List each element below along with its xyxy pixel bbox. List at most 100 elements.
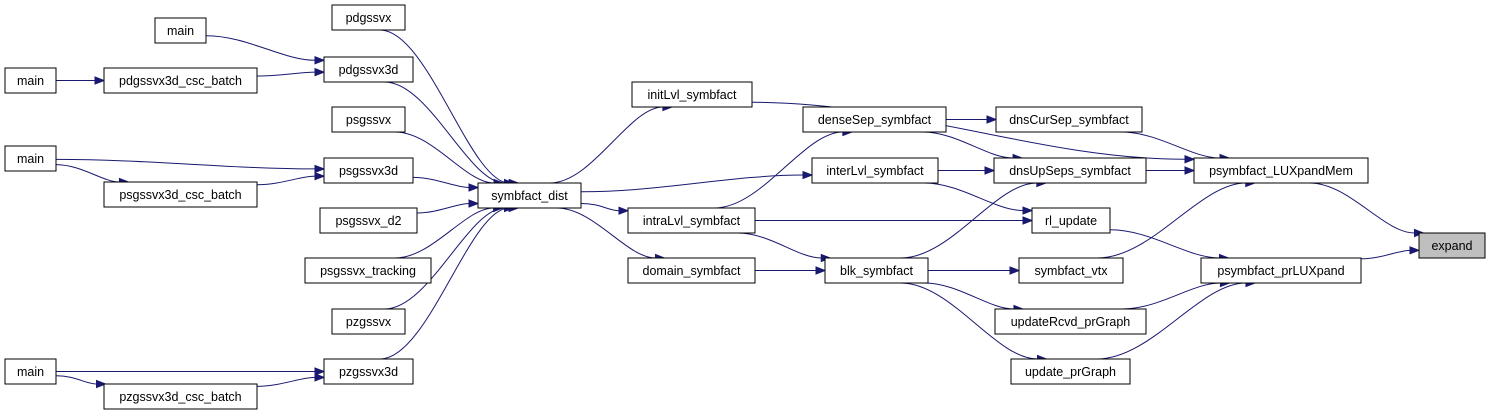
edge-line [1309,182,1415,234]
edge-line [1120,131,1221,159]
node-ps_batch[interactable]: psgssvx3d_csc_batch [103,181,258,208]
edge-ps_batch-to-psgssvx3d [256,171,326,186]
node-box [1010,358,1131,385]
node-label: pdgssvx [346,11,393,25]
node-box [323,56,414,83]
node-box [994,308,1147,335]
node-prLUXpand[interactable]: psymbfact_prLUXpand [1200,257,1362,284]
edge-blk-to-vtx [927,266,1021,275]
node-dnsUpSeps[interactable]: dnsUpSeps_symbfact [993,157,1147,184]
node-label: intraLvl_symbfact [643,214,741,228]
node-dnsCurSep[interactable]: dnsCurSep_symbfact [995,106,1143,133]
node-box [1018,257,1124,284]
node-interLvl[interactable]: interLvl_symbfact [811,157,939,184]
edge-main4-to-pz_batch [55,375,107,389]
node-label: psgssvx3d [339,164,398,178]
node-rlupdate[interactable]: rl_update [1031,207,1111,234]
node-expand[interactable]: expand [1418,232,1486,259]
edge-line [256,376,316,387]
edge-prLUXpand-to-expand [1360,246,1421,260]
node-initLvl[interactable]: initLvl_symbfact [631,81,753,108]
node-label: main [17,152,44,166]
node-box [319,207,418,234]
node-pd_batch[interactable]: pdgssvx3d_csc_batch [103,67,258,94]
node-label: psymbfact_prLUXpand [1217,264,1344,278]
node-box [304,257,432,284]
node-updPr[interactable]: update_prGraph [1010,358,1131,385]
node-label: pzgssvx [346,315,392,329]
node-intraLvl[interactable]: intraLvl_symbfact [627,207,756,234]
node-main3[interactable]: main [4,145,57,172]
node-label: pzgssvx3d_csc_batch [119,390,241,404]
edge-line [923,182,1024,212]
node-box [1200,257,1362,284]
node-box [4,67,57,94]
edge-line [1122,282,1221,310]
node-box [627,207,756,234]
arrowhead-icon [96,379,107,389]
edge-intraLvl-to-blk [737,232,832,263]
edge-line [384,207,505,310]
node-pz_batch[interactable]: pzgssvx3d_csc_batch [103,383,258,410]
edge-line [1096,282,1246,360]
arrowhead-icon [314,367,326,376]
arrowhead-icon [314,373,326,382]
node-main2[interactable]: main [4,67,57,94]
arrowhead-icon [314,164,326,174]
node-box [1031,207,1111,234]
edge-line [714,131,843,209]
node-box [103,383,258,410]
edge-main4-to-pzgssvx3d [56,367,326,376]
edge-line [379,29,510,184]
node-psgssvx_tracking[interactable]: psgssvx_tracking [304,257,432,284]
edge-main3-to-psgssvx3d [55,158,326,174]
node-box [323,358,414,385]
node-label: dnsCurSep_symbfact [1009,113,1129,127]
node-psgssvx[interactable]: psgssvx [331,106,406,133]
node-updRcvd[interactable]: updateRcvd_prGraph [994,308,1147,335]
arrowhead-icon [984,166,996,175]
node-main4[interactable]: main [4,358,57,385]
arrowhead-icon [314,56,326,65]
node-blk[interactable]: blk_symbfact [824,257,929,284]
node-vtx[interactable]: symbfact_vtx [1018,257,1124,284]
node-pdgssvx3d[interactable]: pdgssvx3d [323,56,414,83]
edge-initLvl-to-LUXpandMem [751,101,1196,164]
node-pzgssvx3d[interactable]: pzgssvx3d [323,358,414,385]
node-box [627,257,756,284]
node-box [4,358,57,385]
edge-rlupdate-to-prLUXpand [1109,229,1230,263]
edge-line [256,175,316,186]
node-label: updateRcvd_prGraph [1011,315,1131,329]
node-pzgssvx[interactable]: pzgssvx [331,308,406,335]
node-box [103,181,258,208]
node-symbdist[interactable]: symbfact_dist [477,182,582,209]
node-psgssvx_d2[interactable]: psgssvx_d2 [319,207,418,234]
node-main1[interactable]: main [154,17,207,44]
edge-pz_batch-to-pzgssvx3d [256,373,326,387]
node-box [1193,157,1369,184]
edge-interLvl-to-dnsUpSeps [937,166,996,175]
edge-line [394,207,494,259]
node-denseSep[interactable]: denseSep_symbfact [802,106,947,133]
edge-symbdist-to-interLvl [580,170,814,193]
node-box [331,106,406,133]
edges [55,29,1425,389]
edge-denseSep-to-dnsCurSep [946,115,998,124]
arrowhead-icon [618,206,630,215]
edge-line [580,174,804,193]
edge-vtx-to-LUXpandMem [1097,178,1257,259]
node-psgssvx3d[interactable]: psgssvx3d [323,157,414,184]
arrowhead-icon [468,199,480,208]
edge-psgssvx_d2-to-symbdist [416,199,480,214]
node-label: expand [1431,239,1472,253]
node-pdgssvx[interactable]: pdgssvx [331,4,406,31]
node-LUXpandMem[interactable]: psymbfact_LUXpandMem [1193,157,1369,184]
edge-line [580,202,620,212]
node-label: pdgssvx3d_csc_batch [119,74,242,88]
arrowhead-icon [468,183,480,192]
node-label: main [167,24,194,38]
node-label: psgssvx3d_csc_batch [119,188,241,202]
arrowhead-icon [1022,216,1034,225]
node-domain[interactable]: domain_symbfact [627,257,756,284]
